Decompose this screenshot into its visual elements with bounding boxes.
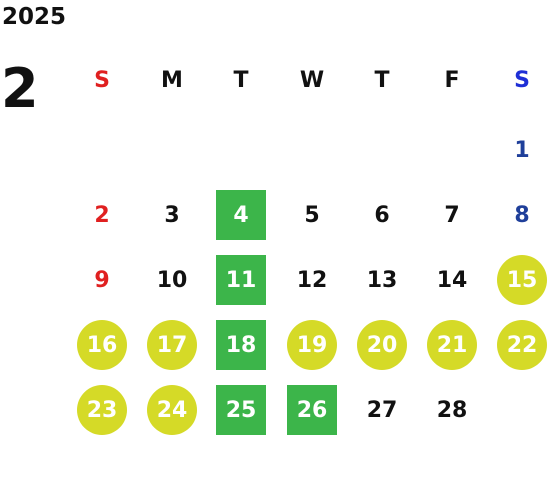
day-17[interactable]: 17 (147, 320, 197, 370)
day-9[interactable]: 9 (94, 267, 110, 293)
year-label: 2025 (2, 4, 67, 30)
day-1[interactable]: 1 (514, 137, 530, 163)
month-number: 2 (1, 57, 39, 120)
day-10[interactable]: 10 (156, 267, 188, 293)
weekday-5: F (444, 68, 460, 93)
day-14[interactable]: 14 (436, 267, 468, 293)
weekday-6: S (514, 68, 530, 93)
day-26[interactable]: 26 (287, 385, 337, 435)
day-5[interactable]: 5 (304, 202, 320, 228)
day-18[interactable]: 18 (216, 320, 266, 370)
weekday-3: W (299, 68, 325, 93)
day-6[interactable]: 6 (374, 202, 390, 228)
day-12[interactable]: 12 (296, 267, 328, 293)
day-3[interactable]: 3 (164, 202, 180, 228)
day-11[interactable]: 11 (216, 255, 266, 305)
day-15[interactable]: 15 (497, 255, 547, 305)
day-21[interactable]: 21 (427, 320, 477, 370)
day-24[interactable]: 24 (147, 385, 197, 435)
day-8[interactable]: 8 (514, 202, 530, 228)
day-7[interactable]: 7 (444, 202, 460, 228)
day-20[interactable]: 20 (357, 320, 407, 370)
day-19[interactable]: 19 (287, 320, 337, 370)
day-16[interactable]: 16 (77, 320, 127, 370)
day-28[interactable]: 28 (436, 397, 468, 423)
weekday-0: S (94, 68, 110, 93)
day-4[interactable]: 4 (216, 190, 266, 240)
day-2[interactable]: 2 (94, 202, 110, 228)
day-27[interactable]: 27 (366, 397, 398, 423)
day-13[interactable]: 13 (366, 267, 398, 293)
day-23[interactable]: 23 (77, 385, 127, 435)
day-22[interactable]: 22 (497, 320, 547, 370)
day-25[interactable]: 25 (216, 385, 266, 435)
weekday-4: T (374, 68, 390, 93)
weekday-1: M (161, 68, 183, 93)
weekday-2: T (233, 68, 249, 93)
